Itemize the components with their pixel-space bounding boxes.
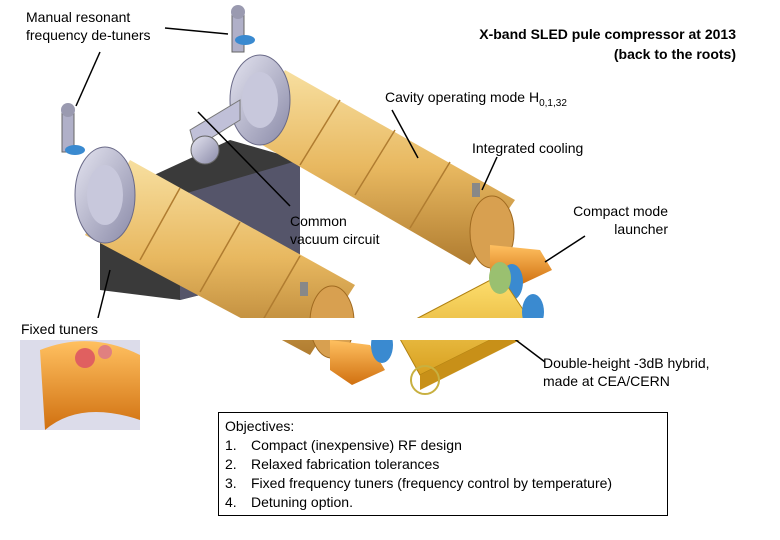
launcher-label: Compact mode launcher bbox=[560, 202, 668, 238]
objective-item: 4. Detuning option. bbox=[225, 493, 661, 512]
manual-tuners-label: Manual resonant frequency de-tuners bbox=[26, 8, 151, 44]
front-cavity bbox=[74, 146, 355, 359]
objective-number: 4. bbox=[225, 494, 237, 510]
title-line1: X-band SLED pule compressor at 2013 bbox=[479, 26, 736, 42]
objective-number: 3. bbox=[225, 475, 237, 491]
launcher-label-line1: Compact mode bbox=[573, 203, 668, 219]
objective-text: Relaxed fabrication tolerances bbox=[251, 456, 440, 472]
manual-tuners-label-line2: frequency de-tuners bbox=[26, 27, 151, 43]
hybrid-label: Double-height -3dB hybrid, made at CEA/C… bbox=[543, 354, 710, 390]
objective-number: 2. bbox=[225, 456, 237, 472]
vacuum-label-line1: Common bbox=[290, 213, 347, 229]
page-title: X-band SLED pule compressor at 2013 (bac… bbox=[400, 24, 736, 64]
vacuum-pipe bbox=[189, 99, 241, 165]
objective-text: Fixed frequency tuners (frequency contro… bbox=[251, 475, 613, 491]
launcher-label-line2: launcher bbox=[614, 221, 668, 237]
cooling-port-front bbox=[300, 282, 308, 296]
objective-item: 2. Relaxed fabrication tolerances bbox=[225, 455, 661, 474]
fixed-tuner-inset bbox=[20, 340, 140, 430]
cavity-mode-text: Cavity operating mode H bbox=[385, 89, 540, 105]
fixed-tuners-label: Fixed tuners bbox=[18, 318, 774, 340]
objective-text: Detuning option. bbox=[251, 494, 353, 510]
cooling-label: Integrated cooling bbox=[472, 140, 584, 156]
objectives-box: Objectives: 1. Compact (inexpensive) RF d… bbox=[218, 412, 668, 516]
objective-item: 3. Fixed frequency tuners (frequency cont… bbox=[225, 474, 661, 493]
objectives-list: 1. Compact (inexpensive) RF design 2. Rela… bbox=[225, 436, 661, 512]
manual-tuners-label-line1: Manual resonant bbox=[26, 9, 131, 25]
cooling-port-back bbox=[472, 183, 480, 197]
cavity-mode-subscript: 0,1,32 bbox=[539, 97, 567, 109]
cavity-mode-label: Cavity operating mode H0,1,32 bbox=[385, 88, 567, 113]
manual-tuner-front bbox=[61, 103, 85, 155]
objective-number: 1. bbox=[225, 437, 237, 453]
vacuum-label-line2: vacuum circuit bbox=[290, 231, 380, 247]
objectives-heading: Objectives: bbox=[225, 418, 295, 434]
hybrid-label-line1: Double-height -3dB hybrid, bbox=[543, 355, 710, 371]
objective-text: Compact (inexpensive) RF design bbox=[251, 437, 462, 453]
manual-tuner-back bbox=[231, 5, 255, 53]
title-line2: (back to the roots) bbox=[613, 46, 736, 62]
hybrid-label-line2: made at CEA/CERN bbox=[543, 373, 670, 389]
objective-item: 1. Compact (inexpensive) RF design bbox=[225, 436, 661, 455]
vacuum-circuit-label: Common vacuum circuit bbox=[290, 212, 379, 248]
